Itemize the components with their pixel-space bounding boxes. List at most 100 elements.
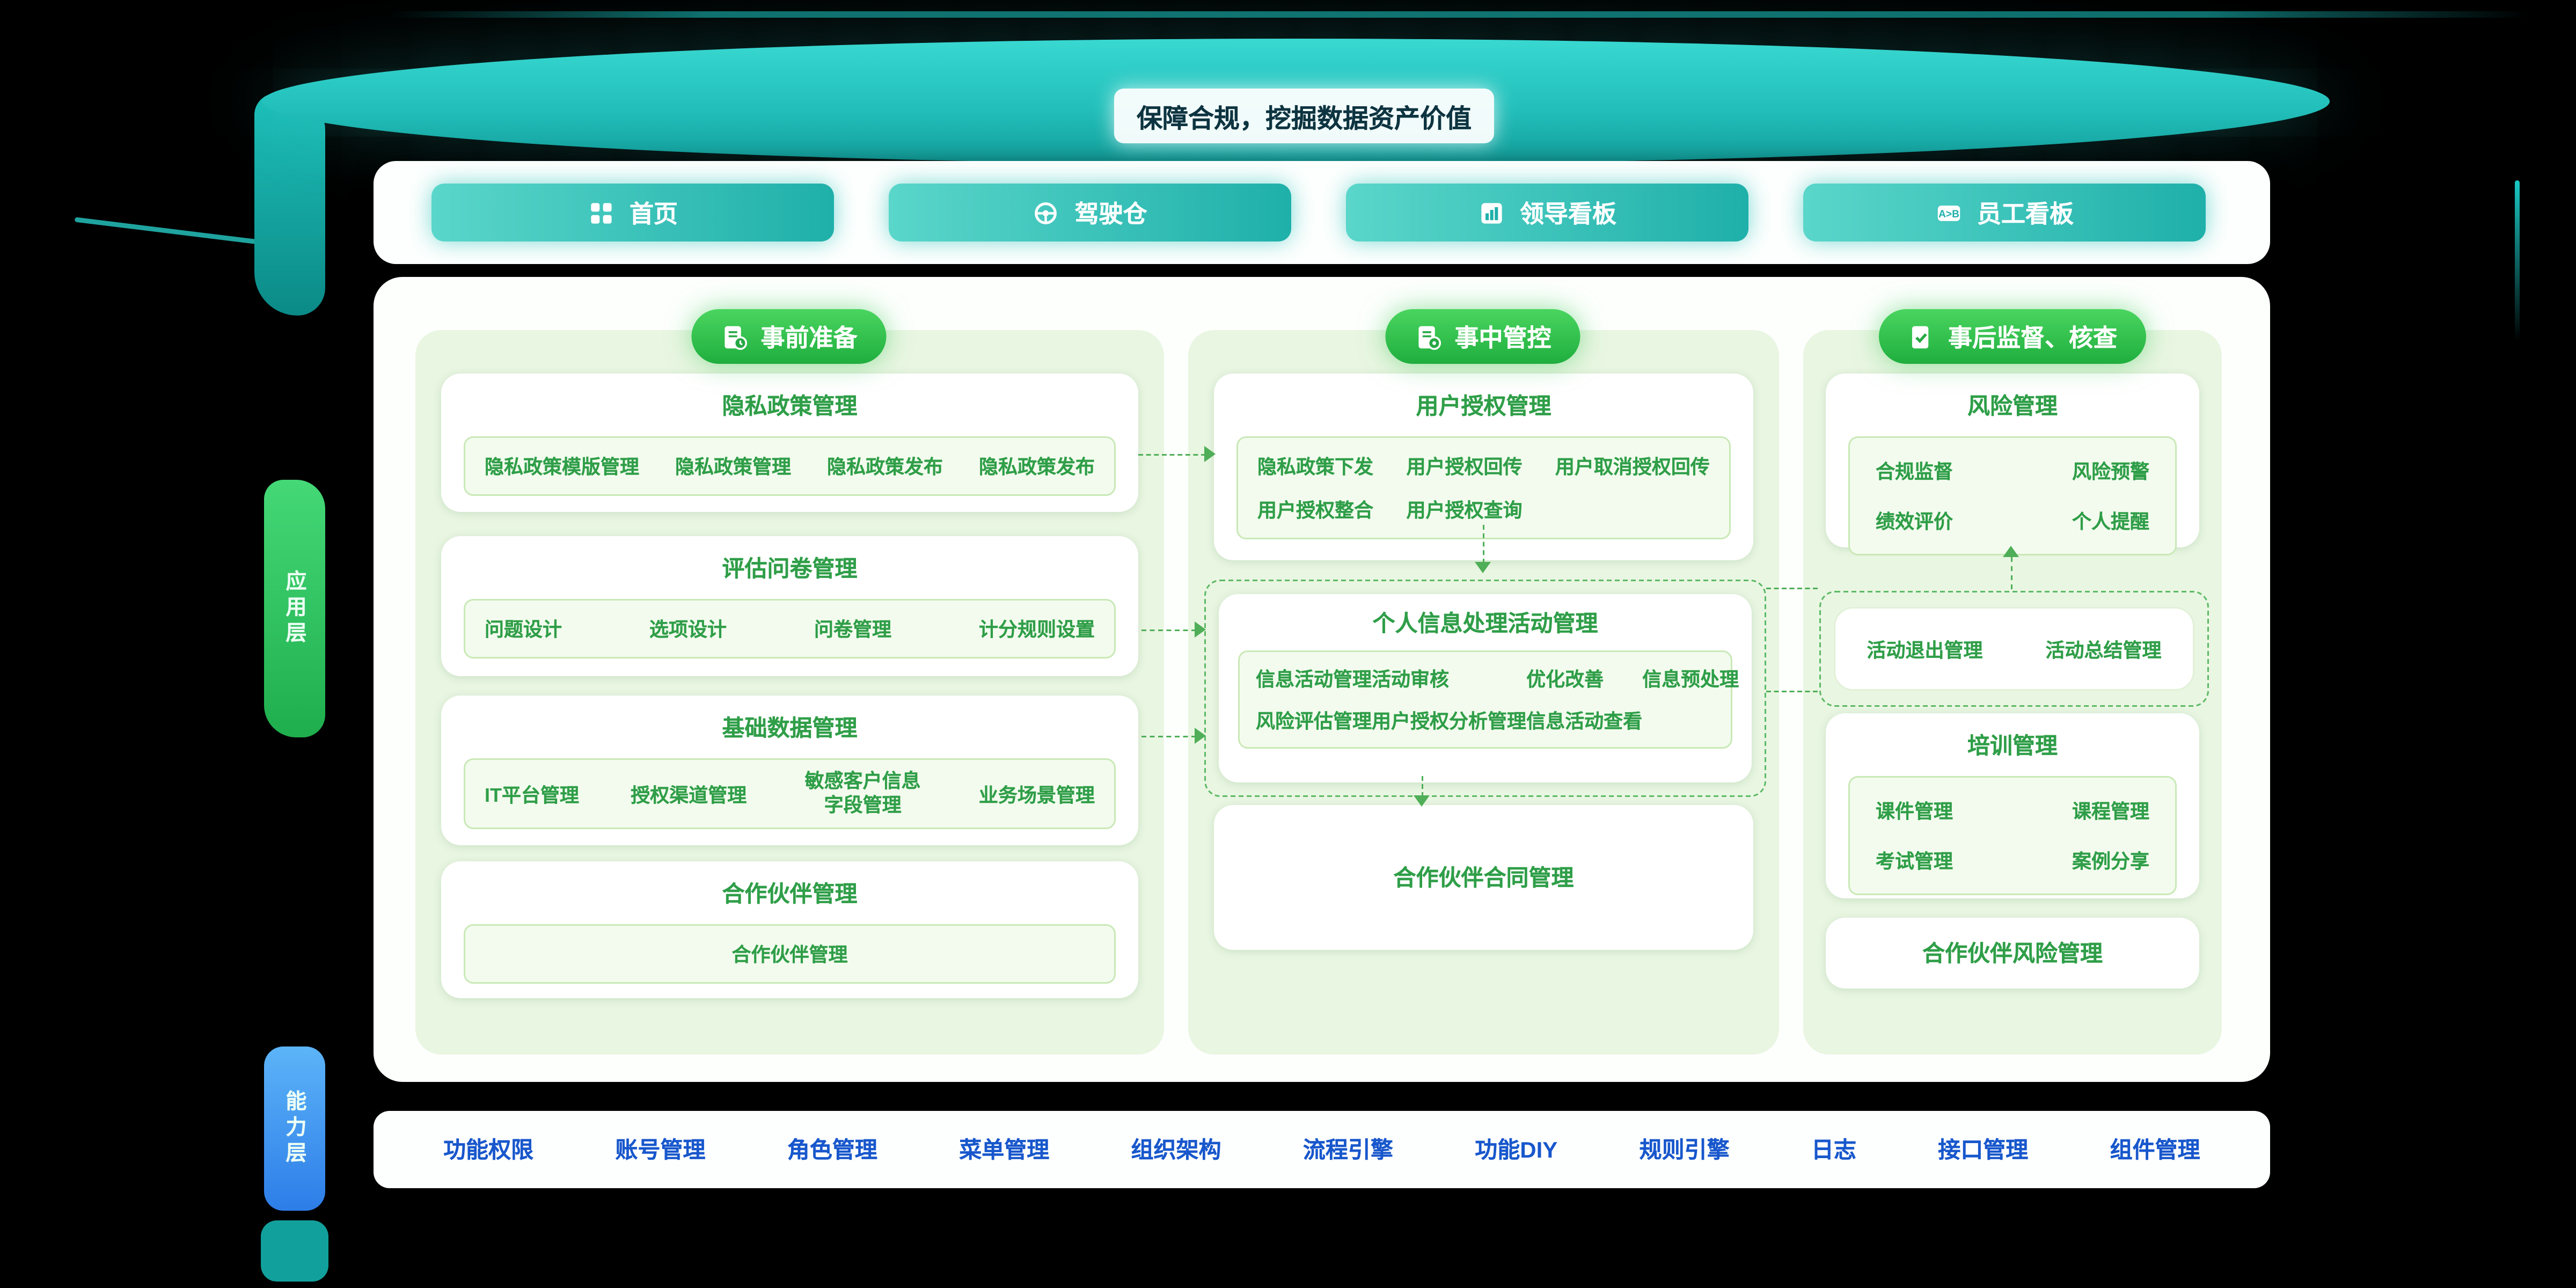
- card-title: 隐私政策管理: [722, 393, 858, 419]
- connector-questionnaire-to-activity: [1141, 630, 1196, 631]
- nav-button-leader-board-label: 领导看板: [1519, 200, 1616, 228]
- list-item: 用户授权分析管理: [1372, 710, 1527, 733]
- list-item: 用户授权回传: [1406, 456, 1523, 478]
- list-item: 活动审核: [1372, 668, 1450, 691]
- list-item: 隐私政策管理: [675, 456, 792, 478]
- capability-bar: 功能权限 账号管理 角色管理 菜单管理 组织架构 流程引擎 功能DIY 规则引擎…: [374, 1111, 2270, 1188]
- arrowhead-right-icon: [1195, 728, 1206, 744]
- connector-privacy-to-authorization: [1138, 454, 1206, 456]
- footer-item-role-mgmt[interactable]: 角色管理: [787, 1137, 877, 1162]
- list-item: 案例分享: [2072, 850, 2149, 873]
- grid-icon: [591, 202, 612, 223]
- nav-button-leader-board[interactable]: 领导看板: [1346, 184, 1748, 241]
- section-header-label: 事后监督、核查: [1948, 324, 2118, 352]
- card-title: 评估问卷管理: [722, 555, 858, 581]
- card-items: IT平台管理 授权渠道管理 敏感客户信息字段管理 业务场景管理: [464, 758, 1116, 829]
- list-item: 信息预处理: [1642, 668, 1739, 691]
- footer-item-interface-mgmt[interactable]: 接口管理: [1938, 1137, 2029, 1162]
- footer-item-org-structure[interactable]: 组织架构: [1131, 1137, 1221, 1162]
- nav-button-employee-board[interactable]: A>B 员工看板: [1803, 184, 2206, 241]
- footer-item-rule-engine[interactable]: 规则引擎: [1639, 1137, 1730, 1162]
- doc-check-icon: [1912, 325, 1929, 348]
- card-user-authorization-mgmt: 用户授权管理 隐私政策下发 用户授权回传 用户取消授权回传 用户授权整合 用户授…: [1214, 374, 1753, 560]
- card-title: 个人信息处理活动管理: [1372, 610, 1598, 636]
- card-items: 问题设计 选项设计 问卷管理 计分规则设置: [464, 599, 1116, 658]
- list-item: 风险预警: [2072, 460, 2149, 483]
- list-item: 合作伙伴管理: [731, 943, 848, 966]
- application-layer-label: 应用层: [282, 570, 307, 647]
- arrowhead-right-icon: [1195, 621, 1206, 638]
- list-item: 合规监督: [1876, 460, 1953, 483]
- list-item: 活动退出管理: [1867, 638, 1983, 661]
- teal-brush-blob-bottom: [261, 1220, 328, 1282]
- list-item: 用户授权整合: [1257, 499, 1374, 522]
- list-item: 考试管理: [1876, 850, 1953, 873]
- right-accent-line: [2515, 180, 2520, 341]
- connector-authorization-down: [1483, 525, 1484, 564]
- card-title: 用户授权管理: [1416, 393, 1552, 419]
- card-items: 合作伙伴管理: [464, 924, 1116, 984]
- arrowhead-right-icon: [1204, 446, 1216, 462]
- card-title: 培训管理: [1967, 733, 2058, 758]
- footer-item-process-engine[interactable]: 流程引擎: [1302, 1137, 1393, 1162]
- footer-item-log[interactable]: 日志: [1811, 1137, 1856, 1162]
- column-post-supervision: 风险管理 合规监督 风险预警 绩效评价 个人提醒 活动退出管理 活动总结管理 培…: [1803, 330, 2222, 1055]
- list-item: IT平台管理: [485, 783, 580, 806]
- list-item: 业务场景管理: [978, 783, 1095, 806]
- list-item: 选项设计: [649, 618, 727, 641]
- main-panel: 隐私政策管理 隐私政策模版管理 隐私政策管理 隐私政策发布 隐私政策发布 评估问…: [374, 277, 2270, 1082]
- capability-layer-label: 能力层: [282, 1090, 307, 1167]
- card-base-data-mgmt: 基础数据管理 IT平台管理 授权渠道管理 敏感客户信息字段管理 业务场景管理: [441, 696, 1138, 845]
- list-item: 课程管理: [2072, 800, 2149, 823]
- column-pre-preparation: 隐私政策管理 隐私政策模版管理 隐私政策管理 隐私政策发布 隐私政策发布 评估问…: [415, 330, 1164, 1055]
- nav-button-employee-board-label: 员工看板: [1977, 200, 2074, 228]
- list-item: 绩效评价: [1876, 510, 1953, 533]
- section-header-post-supervision: 事后监督、核查: [1878, 309, 2147, 364]
- card-items: 隐私政策下发 用户授权回传 用户取消授权回传 用户授权整合 用户授权查询: [1236, 436, 1731, 539]
- connector-activity-to-exit-top: [1766, 588, 1818, 589]
- left-accent-arc: [74, 217, 264, 245]
- connector-basedata-to-activity: [1141, 736, 1196, 737]
- arrowhead-up-icon: [2003, 546, 2019, 557]
- dashed-group-activity-exit: 活动退出管理 活动总结管理: [1819, 591, 2209, 707]
- bar-chart-icon: [1481, 202, 1502, 223]
- footer-item-menu-mgmt[interactable]: 菜单管理: [959, 1137, 1050, 1162]
- card-items: 合规监督 风险预警 绩效评价 个人提醒: [1848, 436, 2177, 555]
- nav-button-cockpit-label: 驾驶仓: [1074, 200, 1147, 228]
- list-item: 隐私政策模版管理: [485, 456, 640, 478]
- card-title: 基础数据管理: [722, 715, 858, 741]
- section-header-label: 事中管控: [1454, 324, 1552, 352]
- card-risk-mgmt: 风险管理 合规监督 风险预警 绩效评价 个人提醒: [1826, 374, 2199, 555]
- dashed-group-processing-activity: 个人信息处理活动管理 信息活动管理 活动审核 优化改善 信息预处理 风险评估管理…: [1204, 580, 1766, 797]
- nav-button-cockpit[interactable]: 驾驶仓: [889, 184, 1291, 241]
- list-item: 课件管理: [1876, 800, 1953, 823]
- section-header-pre-preparation: 事前准备: [691, 309, 887, 364]
- nav-bar: 首页 驾驶仓 领导看板 A>B 员工看板: [374, 161, 2270, 264]
- card-questionnaire-mgmt: 评估问卷管理 问题设计 选项设计 问卷管理 计分规则设置: [441, 536, 1138, 676]
- card-title: 合作伙伴管理: [722, 881, 858, 906]
- ab-board-icon: A>B: [1937, 204, 1960, 221]
- card-items: 信息活动管理 活动审核 优化改善 信息预处理 风险评估管理 用户授权分析管理 信…: [1238, 650, 1739, 749]
- card-items: 隐私政策模版管理 隐私政策管理 隐私政策发布 隐私政策发布: [464, 436, 1116, 496]
- banner-title: 保障合规，挖掘数据资产价值: [1114, 89, 1495, 143]
- footer-item-component-mgmt[interactable]: 组件管理: [2110, 1137, 2200, 1162]
- footer-item-function-permission[interactable]: 功能权限: [443, 1137, 534, 1162]
- list-item: 问题设计: [485, 618, 562, 641]
- list-item: 优化改善: [1526, 668, 1604, 691]
- card-title: 合作伙伴风险管理: [1922, 940, 2103, 966]
- connector-activity-to-exit-bottom: [1766, 691, 1818, 692]
- list-item: 用户授权查询: [1406, 499, 1523, 522]
- doc-clock-icon: [724, 325, 748, 349]
- nav-button-home[interactable]: 首页: [431, 184, 834, 241]
- card-personal-info-activity-mgmt: 个人信息处理活动管理 信息活动管理 活动审核 优化改善 信息预处理 风险评估管理…: [1219, 594, 1752, 782]
- list-item: 敏感客户信息字段管理: [804, 770, 921, 816]
- application-layer-label-blob: 应用层: [264, 480, 325, 737]
- list-item: 隐私政策下发: [1257, 456, 1374, 478]
- card-partner-contract-mgmt: 合作伙伴合同管理: [1214, 805, 1753, 950]
- column-in-process-control: 用户授权管理 隐私政策下发 用户授权回传 用户取消授权回传 用户授权整合 用户授…: [1188, 330, 1779, 1055]
- footer-item-account-mgmt[interactable]: 账号管理: [615, 1137, 706, 1162]
- card-title: 风险管理: [1967, 393, 2058, 419]
- connector-activity-to-contract: [1422, 776, 1423, 797]
- footer-item-function-diy[interactable]: 功能DIY: [1475, 1137, 1558, 1162]
